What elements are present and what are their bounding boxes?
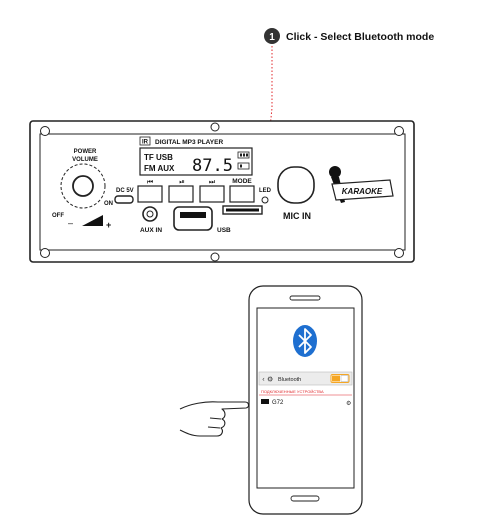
next-button[interactable] xyxy=(199,185,225,203)
bt-header-title: Bluetooth xyxy=(278,377,301,383)
phone-home-bar xyxy=(290,495,320,502)
settings-icon[interactable]: ⚙ xyxy=(267,376,273,384)
hand-pointer-icon xyxy=(179,401,250,437)
display-line-2: FM AUX xyxy=(144,164,175,173)
bt-header-bar xyxy=(258,371,353,386)
lcd-display xyxy=(139,147,253,176)
karaoke-logo: KARAOKE xyxy=(331,179,394,201)
aux-label: AUX IN xyxy=(140,227,162,234)
volume-knob-ring xyxy=(60,163,106,209)
mount-hole xyxy=(40,248,50,258)
step-number: 1 xyxy=(269,32,275,43)
tf-card-slot-inner xyxy=(226,208,259,212)
device-name: G72 xyxy=(272,400,284,406)
prev-icon: ⏮ xyxy=(147,178,153,186)
step-callout: 1 Click - Select Bluetooth mode xyxy=(264,28,434,44)
device-icon xyxy=(261,399,269,404)
plus-label: + xyxy=(106,220,111,230)
mode-button[interactable] xyxy=(229,185,255,203)
device-settings-icon[interactable]: ⚙ xyxy=(346,400,351,407)
usb-port-inner xyxy=(180,212,206,218)
dc-port xyxy=(114,195,134,204)
volume-ramp-icon xyxy=(82,215,103,226)
display-line-1: TF USB xyxy=(144,153,173,162)
karaoke-label: KARAOKE xyxy=(342,187,383,196)
led-indicator xyxy=(261,196,269,204)
mic-jack xyxy=(277,166,315,204)
power-label: POWER xyxy=(74,149,97,155)
prev-button[interactable] xyxy=(137,185,163,203)
step-instruction: Click - Select Bluetooth mode xyxy=(286,31,434,43)
led-label: LED xyxy=(259,188,272,194)
mount-hole xyxy=(394,126,404,136)
aux-jack-inner xyxy=(146,210,154,218)
volume-label: VOLUME xyxy=(72,157,98,163)
usb-port xyxy=(173,206,213,231)
mount-hole xyxy=(40,126,50,136)
volume-knob[interactable] xyxy=(72,175,94,197)
phone-speaker xyxy=(289,295,321,301)
mode-label: MODE xyxy=(232,178,252,185)
minus-label: – xyxy=(68,218,73,228)
panel-inner-frame xyxy=(39,133,406,251)
on-label: ON xyxy=(104,201,113,207)
off-label: OFF xyxy=(52,213,64,219)
mp3-panel: IR DIGITAL MP3 PLAYER TF USB FM AUX 87.5… xyxy=(29,120,415,263)
phone: ‹ ⚙ Bluetooth ПОДКЛЮЧЕННЫЕ УСТРОЙСТВА G7… xyxy=(248,285,363,515)
play-pause-icon: ⏯ xyxy=(179,178,185,186)
play-pause-button[interactable] xyxy=(168,185,194,203)
usb-label: USB xyxy=(217,227,231,234)
bluetooth-icon xyxy=(293,325,317,357)
brand-badge-text: IR xyxy=(142,140,149,146)
back-icon[interactable]: ‹ xyxy=(262,376,265,384)
bluetooth-toggle[interactable] xyxy=(330,374,350,383)
paired-section-label: ПОДКЛЮЧЕННЫЕ УСТРОЙСТВА xyxy=(261,389,324,394)
mount-hole xyxy=(210,252,220,262)
mount-hole xyxy=(210,122,220,132)
display-frequency: 87.5 xyxy=(192,156,233,176)
mic-label: MIC IN xyxy=(283,211,311,221)
step-number-badge xyxy=(264,28,280,44)
paired-device-row[interactable]: G72 ⚙ xyxy=(261,399,351,407)
brand-badge xyxy=(139,136,151,146)
battery-icon xyxy=(237,151,250,170)
next-icon: ⏭ xyxy=(209,178,216,186)
mount-hole xyxy=(394,248,404,258)
dc-label: DC 5V xyxy=(116,188,134,194)
panel-title: DIGITAL MP3 PLAYER xyxy=(155,139,223,146)
